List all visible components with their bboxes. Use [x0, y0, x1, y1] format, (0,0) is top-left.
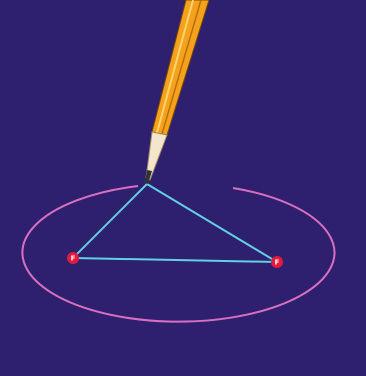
string-right [147, 184, 277, 262]
focus-left: F [67, 252, 79, 264]
string-base [73, 258, 277, 262]
focus-right: F [271, 256, 283, 268]
pencil-icon [145, 0, 209, 184]
pencil-shaft [152, 0, 209, 135]
string-left [73, 184, 147, 258]
focus-left-label: F [71, 255, 76, 263]
focus-right-label: F [275, 259, 280, 267]
